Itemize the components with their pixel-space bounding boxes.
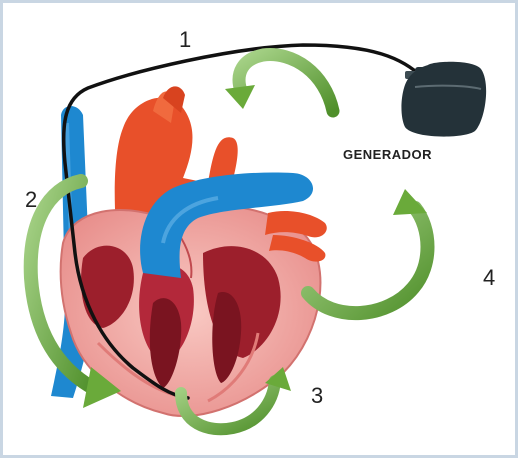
step-label-2: 2 — [25, 187, 37, 212]
generator-label: GENERADOR — [343, 147, 432, 162]
circular-arrow-icon — [301, 189, 435, 320]
step-label-3: 3 — [311, 383, 323, 408]
circular-arrow-icon — [23, 174, 121, 408]
pacemaker-generator-icon — [401, 61, 487, 137]
pulmonary-vein — [265, 211, 327, 262]
heart-illustration — [59, 205, 322, 417]
step-label-4: 4 — [483, 265, 495, 290]
step-label-1: 1 — [179, 27, 191, 52]
pacemaker-circuit-diagram: GENERADOR 1 2 3 4 — [23, 27, 495, 436]
pulmonary-artery — [140, 172, 314, 278]
circular-arrow-icon — [225, 48, 340, 118]
pacemaker-lead-wire — [61, 43, 425, 400]
circular-arrow-icon — [175, 367, 291, 436]
